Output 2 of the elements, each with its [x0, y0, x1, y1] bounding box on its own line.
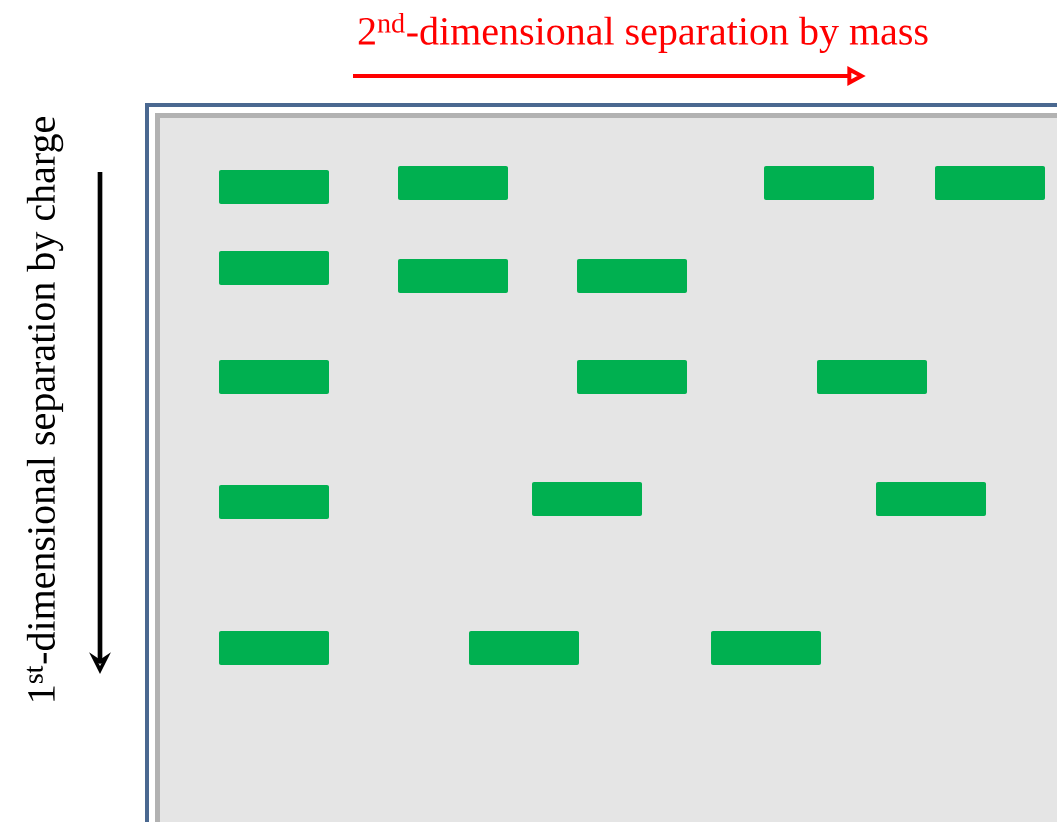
axis-label: 1$^{st}$-dimensional separation by charge — [26, 117, 64, 701]
axis-label: 2$^{nd}$-dimensional separation by mass — [358, 12, 928, 54]
